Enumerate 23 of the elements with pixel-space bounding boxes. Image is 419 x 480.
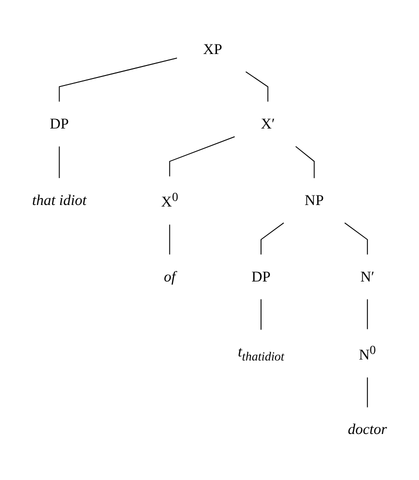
connector — [295, 146, 315, 179]
node-text: DP — [251, 269, 271, 286]
connector — [260, 222, 284, 256]
node-text: DP — [50, 116, 69, 133]
node-text: t$_{thatidiot}$ — [238, 344, 284, 364]
node-text: N′ — [360, 269, 374, 286]
connector — [344, 222, 368, 256]
node-text: X′ — [260, 116, 275, 133]
connector — [260, 299, 262, 331]
connector — [169, 224, 170, 256]
connector — [245, 72, 268, 103]
connector — [366, 377, 368, 408]
node-text: that idiot — [32, 192, 86, 210]
node-text: N$^{0}$ — [358, 343, 376, 364]
connector — [169, 136, 236, 178]
connector — [58, 146, 60, 179]
node-text: doctor — [348, 422, 387, 438]
node-text: of — [164, 269, 176, 286]
connector — [58, 58, 178, 103]
node-text: X$^{0}$ — [161, 190, 178, 211]
node-text: NP — [304, 192, 324, 210]
node-text: XP — [203, 42, 222, 58]
connector — [366, 299, 368, 330]
